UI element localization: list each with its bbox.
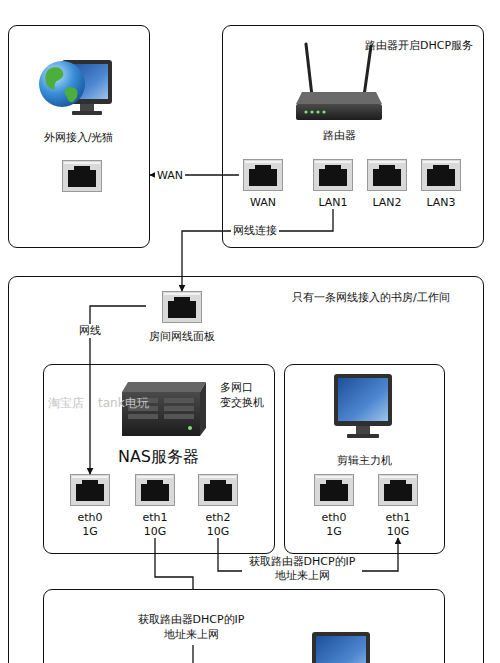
watermark: tank电玩: [98, 396, 149, 410]
note-text: 路由器开启DHCP服务: [365, 38, 481, 53]
port-label: 10G: [125, 524, 185, 539]
network-port: LAN2: [363, 159, 411, 209]
port-icon: [70, 474, 110, 506]
router-icon: [296, 44, 382, 120]
port-icon: [199, 475, 238, 506]
port-icon: [135, 474, 175, 506]
connector-label: 获取路由器DHCP的IP 地址来上网: [242, 555, 362, 583]
modem-box: 外网接入/光猫: [8, 25, 150, 248]
cable-connector: [155, 538, 193, 589]
port-icon: [367, 159, 407, 191]
router-box: 路由器开启DHCP服务路由器 WAN LAN1LAN2LAN3: [222, 25, 484, 248]
monitor-icon: [334, 374, 392, 438]
port-icon: [243, 159, 283, 191]
note-text: 只有一条网线接入的书房/工作间: [292, 290, 477, 305]
port-icon: [314, 474, 354, 506]
connector-label: 网线: [77, 324, 103, 338]
port-label: eth0: [304, 510, 364, 525]
port-icon: [313, 159, 353, 191]
connector-label: WAN: [155, 169, 185, 183]
watermark: 淘宝店: [48, 396, 84, 410]
port-label: 10G: [368, 524, 428, 539]
port-icon: [378, 474, 418, 506]
port-label: 10G: [188, 524, 248, 539]
port-label: 1G: [304, 524, 364, 539]
network-port: LAN3: [417, 159, 465, 209]
network-port: eth210G: [194, 474, 242, 538]
port-icon: [198, 474, 238, 506]
client-box: 获取路由器DHCP的IP 地址来上网: [43, 589, 445, 663]
network-port: WAN: [239, 159, 287, 209]
nas-box: 多网口 变交换机NAS服务器eth01Geth110Geth210G: [43, 364, 275, 554]
node-label: 外网接入/光猫: [9, 130, 148, 145]
node-label: 获取路由器DHCP的IP 地址来上网: [131, 612, 251, 642]
port-icon: [368, 160, 407, 191]
cable-line: [192, 645, 193, 663]
port-icon: [421, 159, 461, 191]
connector-label: 网线连接: [231, 224, 279, 238]
port-label: eth2: [188, 510, 248, 525]
port-icon: [136, 475, 175, 506]
network-port: eth01G: [310, 474, 358, 538]
node-title: NAS服务器: [44, 447, 273, 467]
port-label: eth1: [368, 510, 428, 525]
port-icon: [315, 475, 354, 506]
node-label: 剪辑主力机: [285, 453, 443, 468]
network-port: eth110G: [374, 474, 422, 538]
port-label: LAN3: [411, 195, 471, 210]
monitor-icon: [312, 632, 370, 663]
wall-panel: 房间网线面板: [146, 291, 218, 345]
port-icon: [71, 475, 110, 506]
network-port: LAN1: [309, 159, 357, 209]
port-icon: [422, 160, 461, 191]
port-label: eth1: [125, 510, 185, 525]
network-port: eth01G: [66, 474, 114, 538]
node-label: 房间网线面板: [136, 329, 228, 344]
node-label: 路由器: [309, 128, 369, 143]
port-icon: [314, 160, 353, 191]
port-label: WAN: [233, 195, 293, 210]
port-label: LAN1: [303, 195, 363, 210]
workstation-box: 剪辑主力机 eth01G eth110G: [284, 364, 445, 554]
port-label: 1G: [60, 524, 120, 539]
note-text: 多网口 变交换机: [220, 380, 272, 410]
network-port: eth110G: [131, 474, 179, 538]
port-label: LAN2: [357, 195, 417, 210]
port-icon: [163, 292, 202, 323]
port-icon: [162, 291, 202, 323]
port-icon: [244, 160, 283, 191]
port-icon: [379, 475, 418, 506]
cable-connector: [182, 209, 333, 291]
globe-monitor-icon: [39, 60, 112, 115]
port-icon: [63, 161, 102, 192]
port-label: eth0: [60, 510, 120, 525]
